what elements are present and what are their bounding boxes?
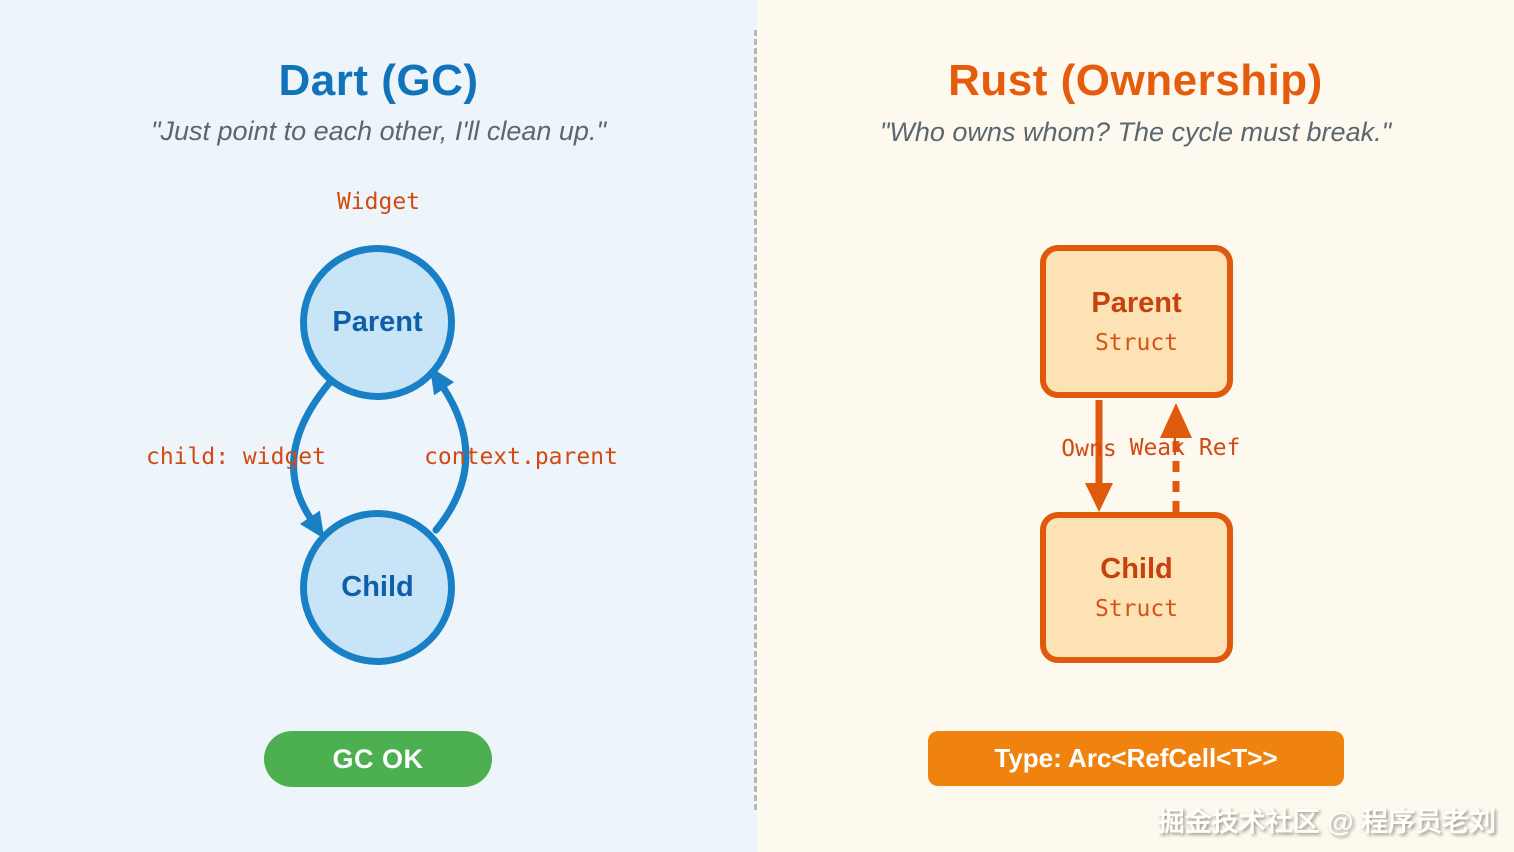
widget-label: Widget <box>336 189 421 215</box>
rust-title: Rust (Ownership) <box>948 56 1323 105</box>
dart-child-node: Child <box>300 510 455 665</box>
rust-parent-name: Parent <box>1091 287 1182 319</box>
dart-parent-label: Parent <box>332 306 423 338</box>
rust-panel <box>757 0 1514 852</box>
rust-parent-kind: Struct <box>1094 330 1179 356</box>
rust-child-node: Child Struct <box>1040 512 1233 663</box>
dart-title: Dart (GC) <box>278 56 479 105</box>
dart-parent-node: Parent <box>300 245 455 400</box>
watermark: 掘金技术社区 @ 程序员老刘 <box>1157 807 1496 837</box>
panel-divider <box>754 30 757 810</box>
dart-panel <box>0 0 757 852</box>
gc-status-badge: GC OK <box>264 731 492 787</box>
rust-parent-node: Parent Struct <box>1040 245 1233 398</box>
dart-edge-down-label: child: widget <box>145 444 327 470</box>
dart-edge-up-label: context.parent <box>424 444 618 470</box>
rust-child-name: Child <box>1100 553 1173 585</box>
rust-owns-label: Owns <box>1061 436 1117 462</box>
rust-child-kind: Struct <box>1094 596 1179 622</box>
type-badge: Type: Arc<RefCell<T>> <box>928 731 1344 786</box>
dart-subtitle: "Just point to each other, I'll clean up… <box>150 116 607 146</box>
rust-subtitle: "Who owns whom? The cycle must break." <box>879 117 1392 147</box>
dart-child-label: Child <box>341 571 414 603</box>
rust-weak-ref-label: Weak Ref <box>1129 435 1241 461</box>
